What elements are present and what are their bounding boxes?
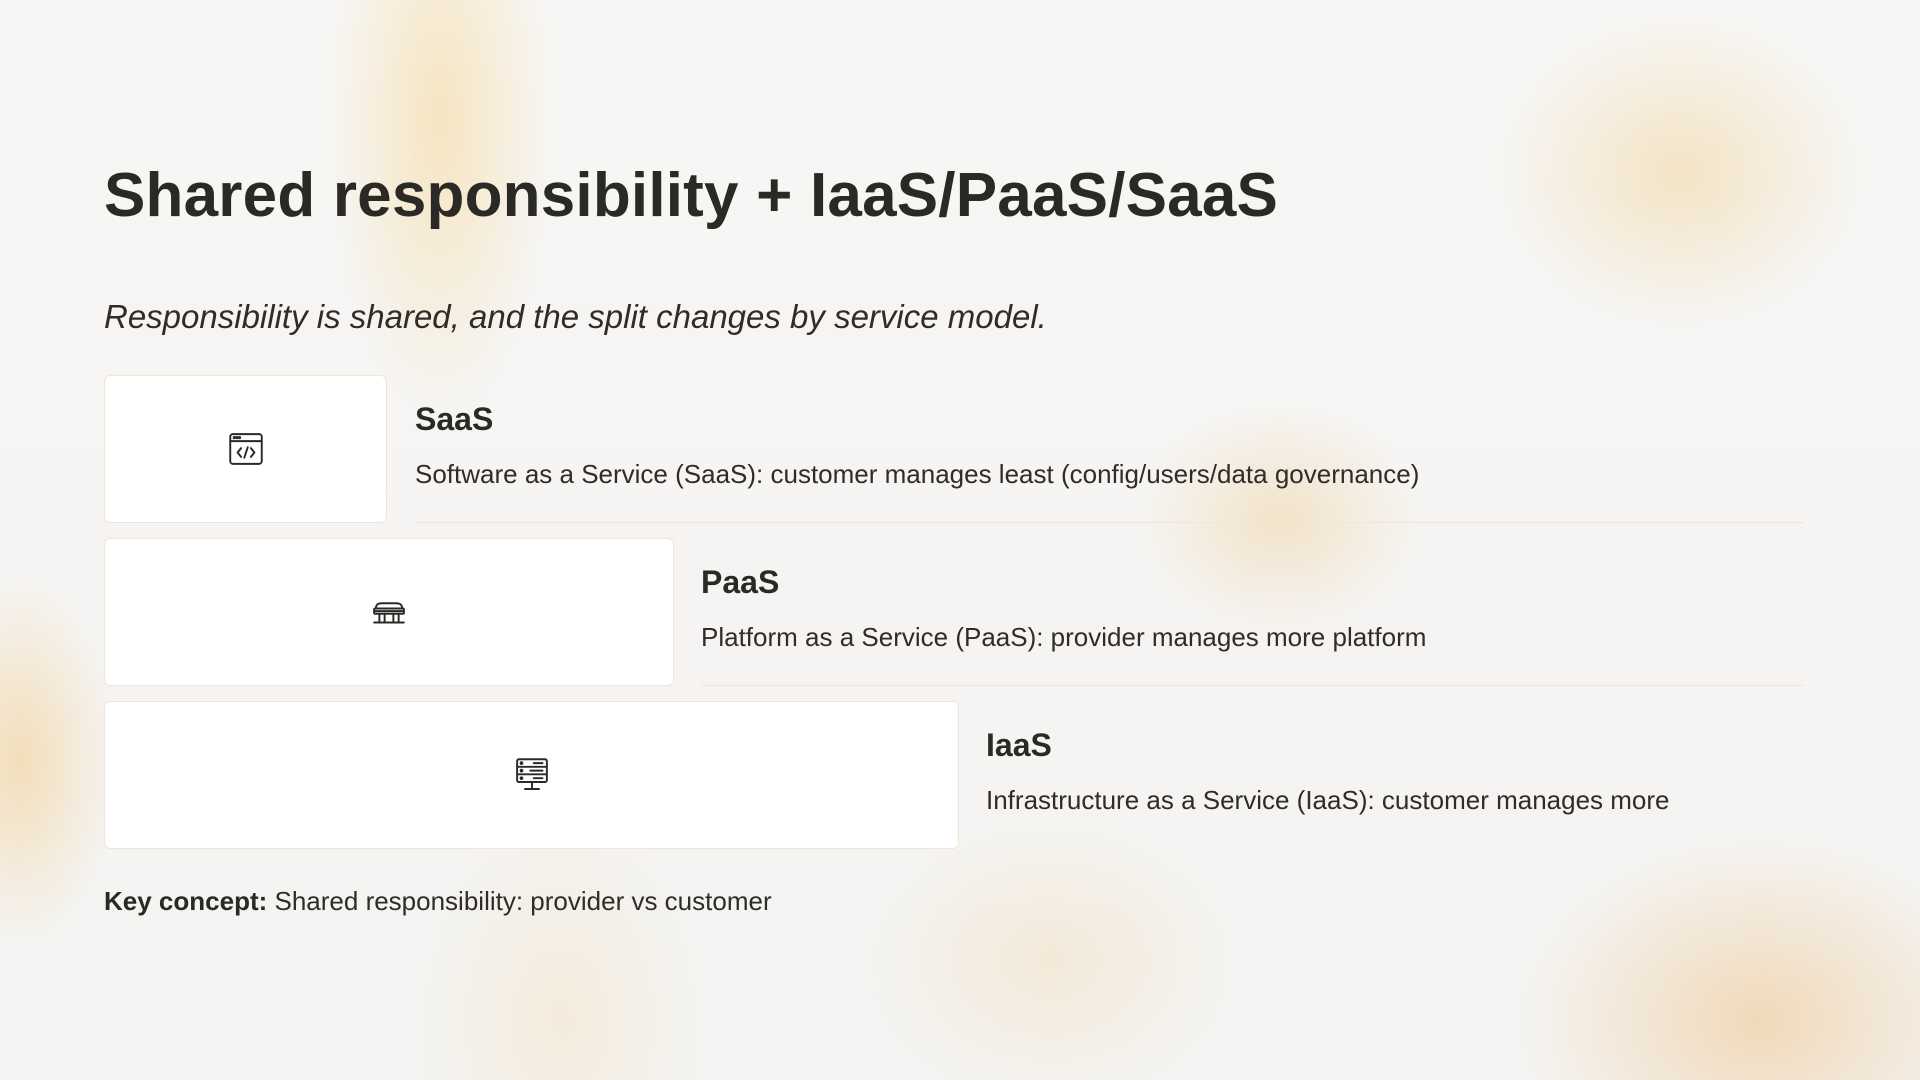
- key-concept-text: Shared responsibility: provider vs custo…: [274, 886, 772, 916]
- model-card-saas: [104, 375, 387, 523]
- model-name: SaaS: [415, 401, 494, 437]
- model-info-saas: SaaS Software as a Service (SaaS): custo…: [415, 375, 1804, 523]
- key-concept-label: Key concept:: [104, 886, 268, 916]
- server-icon: [515, 758, 548, 790]
- model-row-iaas: IaaS Infrastructure as a Service (IaaS):…: [104, 701, 1804, 849]
- model-name: PaaS: [701, 564, 780, 600]
- model-description: Software as a Service (SaaS): customer m…: [415, 459, 1420, 489]
- model-row-saas: SaaS Software as a Service (SaaS): custo…: [104, 375, 1804, 523]
- model-description: Platform as a Service (PaaS): provider m…: [701, 622, 1427, 652]
- model-card-iaas: [104, 701, 959, 849]
- model-row-paas: PaaS Platform as a Service (PaaS): provi…: [104, 538, 1804, 686]
- row-divider: [415, 522, 1804, 523]
- key-concept: Key concept: Shared responsibility: prov…: [104, 886, 772, 917]
- slide-title: Shared responsibility + IaaS/PaaS/SaaS: [104, 161, 1279, 230]
- model-card-paas: [104, 538, 674, 686]
- browser-code-icon: [228, 433, 263, 465]
- row-divider: [701, 685, 1804, 686]
- model-description: Infrastructure as a Service (IaaS): cust…: [986, 785, 1670, 815]
- model-info-iaas: IaaS Infrastructure as a Service (IaaS):…: [986, 701, 1804, 849]
- slide-subtitle: Responsibility is shared, and the split …: [104, 298, 1047, 335]
- platform-icon: [373, 602, 405, 624]
- model-info-paas: PaaS Platform as a Service (PaaS): provi…: [701, 538, 1804, 686]
- model-name: IaaS: [986, 727, 1052, 763]
